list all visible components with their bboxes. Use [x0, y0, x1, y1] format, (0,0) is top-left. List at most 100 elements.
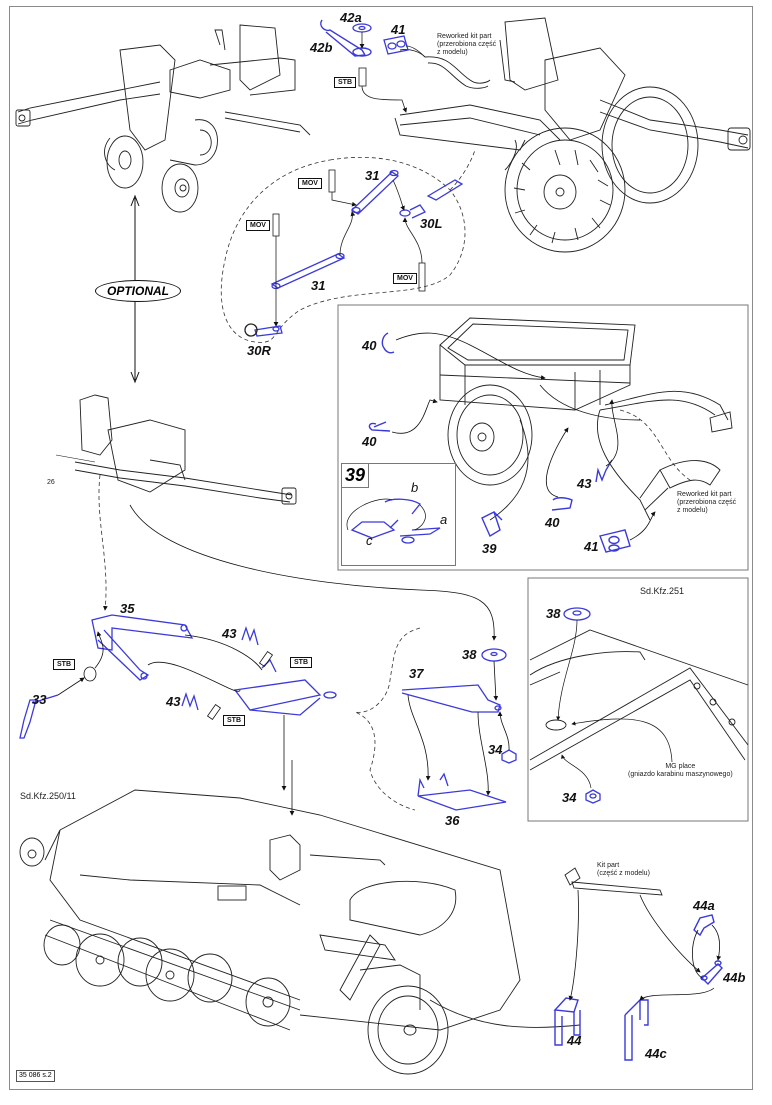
part-label-39: 39: [482, 541, 497, 556]
part-sublabel-a: a: [440, 512, 448, 527]
part-label-40-b: 40: [362, 434, 377, 449]
part-label-43-upper: 43: [222, 626, 237, 641]
part-43-upper: [241, 625, 259, 646]
note-line: Reworked kit part: [437, 33, 492, 40]
part-40-b: [368, 421, 391, 432]
gun-main-view: [394, 17, 751, 253]
part-40-a: [381, 332, 395, 354]
part-44a: [693, 914, 715, 937]
part-44b: [700, 960, 723, 986]
part-34-nut-right: [585, 789, 601, 804]
note-line: (część z modelu): [597, 870, 650, 877]
part-39-inset: 39: [341, 463, 456, 566]
stb-tag: STB: [223, 715, 245, 726]
part-30L: [399, 204, 426, 219]
part-36-tray: [417, 772, 507, 811]
part-30-mount-blue: [426, 179, 464, 201]
mov-tag: MOV: [393, 273, 417, 284]
part-label-31-upper: 31: [365, 168, 380, 183]
note-reworked-top: Reworked kit part (przerobiona część z m…: [437, 33, 496, 57]
leader-26: [55, 454, 96, 463]
part-label-40-a: 40: [362, 338, 377, 353]
part-label-41-trailer: 41: [584, 539, 599, 554]
page-number: 35 086 s.2: [16, 1070, 55, 1082]
part-label-30R: 30R: [247, 343, 271, 358]
note-line: Reworked kit part: [677, 491, 732, 498]
note-line: MG place: [665, 763, 696, 770]
note-reworked-trailer: Reworked kit part (przerobiona część z m…: [677, 491, 736, 515]
gun-cradle-view: [74, 394, 297, 505]
part-31-lower: [270, 252, 346, 290]
note-line: (przerobiona część: [437, 41, 497, 48]
note-line: z modelu): [677, 507, 708, 514]
trailer-detail-box: [337, 304, 749, 571]
inset-number: 39: [342, 464, 370, 488]
part-label-43-trailer: 43: [577, 476, 592, 491]
part-label-34-center: 34: [488, 742, 503, 757]
part-40-c: [551, 497, 573, 511]
vehicle-label-sdkfz251: Sd.Kfz.251: [640, 586, 685, 596]
note-line: z modelu): [437, 49, 468, 56]
part-label-38-center: 38: [462, 647, 477, 662]
part-44-bracket: [553, 997, 581, 1046]
part-breech-frame-blue: [233, 658, 337, 716]
sdkfz251-hull-lines: [529, 629, 749, 771]
part-39-bracket: [481, 511, 503, 538]
part-label-30L: 30L: [420, 216, 443, 231]
part-35-frame: [91, 614, 194, 681]
part-31-upper: [350, 169, 400, 215]
part-sublabel-c: c: [366, 533, 373, 548]
part-label-41-top: 41: [391, 22, 406, 37]
part-label-37: 37: [409, 666, 424, 681]
part-label-31-lower: 31: [311, 278, 326, 293]
sdkfz251-detail-box: [527, 577, 749, 822]
part-sublabel-b: b: [411, 480, 419, 495]
leader-gun-to-35: [98, 474, 108, 611]
part-label-36: 36: [445, 813, 460, 828]
note-line: (przerobiona część: [677, 499, 737, 506]
part-label-26: 26: [47, 479, 55, 486]
kit-part-rail: [564, 867, 663, 896]
part-42a-washer: [352, 23, 372, 33]
halftrack-drawing: [19, 789, 581, 1075]
part-41-bracket-top: [383, 35, 409, 55]
part-34-nut-center: [501, 749, 517, 764]
part-label-38-right: 38: [546, 606, 561, 621]
part-44c: [624, 999, 649, 1061]
part-38-washer-right: [563, 607, 591, 621]
part-label-42a: 42a: [340, 10, 362, 25]
part-label-44c: 44c: [645, 1046, 667, 1061]
part-label-43-lower: 43: [166, 694, 181, 709]
part-label-44a: 44a: [693, 898, 715, 913]
part-label-44b: 44b: [723, 970, 746, 985]
stb-tag: STB: [334, 77, 356, 88]
stb-tag: STB: [53, 659, 75, 670]
trailer-drawing: [439, 317, 733, 521]
part-label-40-c: 40: [545, 515, 560, 530]
part-41-trailer: [599, 529, 631, 553]
note-mg-place: MG place (gniazdo karabinu maszynowego): [628, 763, 733, 779]
detail-bubble-outline: [220, 156, 466, 343]
part-30R: [244, 323, 283, 337]
part-38-washer-center: [481, 648, 507, 662]
part-33-handle: [19, 694, 59, 739]
bubble-link-line: [449, 149, 476, 191]
mov-tag: MOV: [298, 178, 322, 189]
leader-gun-to-38: [129, 504, 497, 641]
part-label-34-right: 34: [562, 790, 577, 805]
optional-badge: OPTIONAL: [95, 280, 181, 302]
part-39-inset-drawing: [350, 498, 441, 544]
vehicle-label-sdkfz250: Sd.Kfz.250/11: [20, 791, 76, 801]
part-label-42b: 42b: [310, 40, 333, 55]
part-label-44: 44: [567, 1033, 582, 1048]
part-43-trailer: [595, 459, 613, 483]
stb-tag: STB: [290, 657, 312, 668]
gun-optional-config: [15, 24, 311, 213]
part-37-bracket: [401, 684, 502, 713]
part-label-33: 33: [32, 692, 47, 707]
part-43-lower: [181, 691, 199, 711]
note-kit-part: Kit part (część z modelu): [597, 862, 650, 878]
part-label-35: 35: [120, 601, 135, 616]
